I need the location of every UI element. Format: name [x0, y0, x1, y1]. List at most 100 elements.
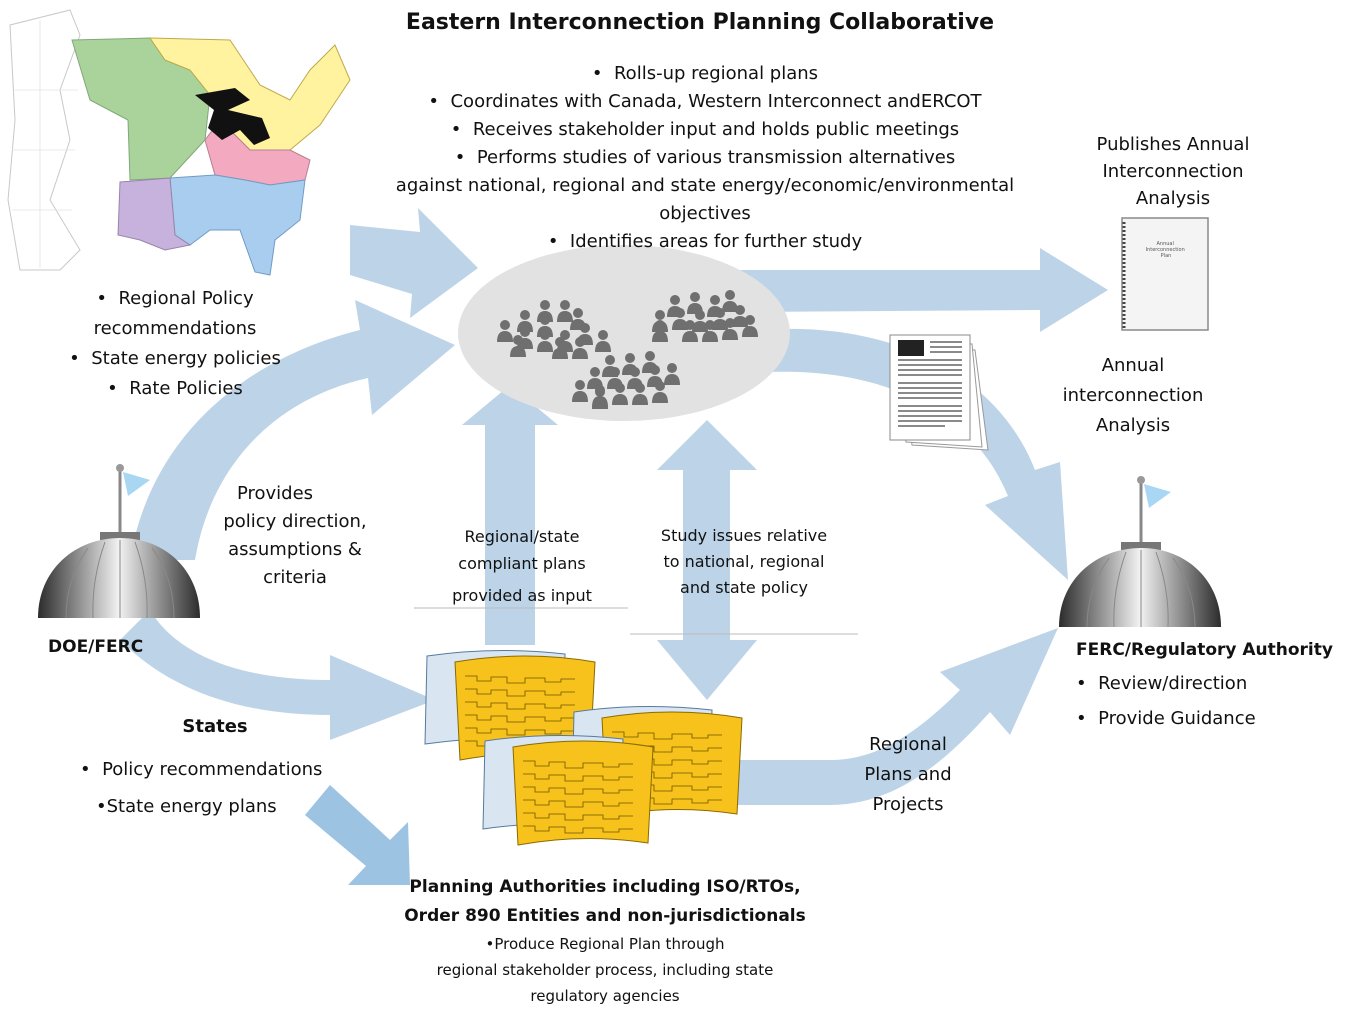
- publishes-line-1: Publishes Annual: [1096, 134, 1250, 155]
- input-regional-policy-cont: recommendations: [93, 318, 257, 339]
- states-bullet-energy-text: State energy plans: [106, 796, 277, 817]
- document-stack-icon: [889, 334, 989, 451]
- planning-line-1: •Produce Regional Plan through: [485, 935, 725, 953]
- publishes-line-3: Analysis: [1135, 188, 1211, 209]
- person-icon: [572, 380, 588, 402]
- person-icon: [652, 320, 668, 342]
- person-icon: [592, 387, 608, 409]
- person-icon: [537, 330, 553, 352]
- planning-title-line-2: Order 890 Entities and non-jurisdictiona…: [404, 906, 806, 926]
- flag-icon: [123, 472, 150, 496]
- states-bullet-policy: Policy recommendations: [80, 751, 322, 788]
- study-line-1: Study issues relative: [660, 526, 828, 545]
- person-icon: [682, 320, 698, 342]
- provides-line-1: Provides: [236, 483, 314, 504]
- person-icon: [742, 315, 758, 337]
- input-state-energy: State energy policies: [40, 344, 310, 374]
- states-bullets: Policy recommendations •State energy pla…: [80, 751, 322, 825]
- provides-line-4: criteria: [263, 567, 327, 588]
- regional-plans-label: Regional Plans and Projects: [848, 730, 968, 820]
- regional-inputs: Regional Policy recommendations State en…: [40, 284, 310, 404]
- capitol-dome-icon: [1059, 476, 1221, 628]
- person-icon: [497, 320, 513, 342]
- report-book-icon: [1121, 217, 1209, 331]
- compliant-line-2: compliant plans: [458, 554, 586, 573]
- book-cover-line-2: Interconnection: [1146, 247, 1185, 253]
- people-group-icon: [497, 290, 758, 409]
- capitol-dome-icon: [38, 464, 200, 619]
- states-title: States: [182, 716, 248, 737]
- us-map-region-purple: [117, 177, 192, 251]
- publishes-label: Publishes Annual Interconnection Analysi…: [1078, 131, 1268, 212]
- doe-ferc-label: DOE/FERC: [48, 637, 144, 657]
- planning-line-3: regulatory agencies: [530, 987, 680, 1005]
- person-icon: [692, 310, 708, 332]
- bullet-coordinates: Coordinates with Canada, Western Interco…: [340, 88, 1070, 116]
- ferc-bullet-review: Review/direction: [1076, 666, 1256, 701]
- bullet-performs-studies-cont1: against national, regional and state ene…: [395, 175, 1015, 196]
- ferc-bullet-guidance: Provide Guidance: [1076, 701, 1256, 736]
- regional-compliant-label: Regional/state compliant plans provided …: [418, 523, 626, 609]
- ferc-bullets: Review/direction Provide Guidance: [1076, 666, 1256, 736]
- plan-map: [424, 649, 596, 761]
- annual-line-3: Analysis: [1095, 415, 1171, 436]
- bullet-performs-studies-cont2: objectives: [659, 203, 751, 224]
- regional-plan-map-icon: [424, 649, 743, 846]
- input-rate-policies: Rate Policies: [40, 374, 310, 404]
- arrow-plans-up-left: [462, 385, 558, 645]
- bullet-identifies-areas: Identifies areas for further study: [340, 228, 1070, 256]
- person-icon: [612, 383, 628, 405]
- person-icon: [712, 308, 728, 330]
- bullet-stakeholder: Receives stakeholder input and holds pub…: [340, 116, 1070, 144]
- person-icon: [572, 337, 588, 359]
- ferc-regulatory-label: FERC/Regulatory Authority: [1076, 640, 1333, 660]
- input-regional-policy: Regional Policy: [40, 284, 310, 314]
- person-icon: [732, 305, 748, 327]
- person-icon: [652, 381, 668, 403]
- us-map-icon: [7, 9, 351, 276]
- planning-line-2: regional stakeholder process, including …: [436, 961, 774, 979]
- plan-map: [482, 734, 654, 846]
- person-icon: [595, 330, 611, 352]
- arrow-collaborative-to-publish: [735, 248, 1108, 332]
- flow-arrows: [120, 208, 1108, 805]
- bullet-performs-studies: Performs studies of various transmission…: [340, 144, 1070, 172]
- compliant-line-1: Regional/state: [464, 527, 580, 546]
- arrow-study-updown: [657, 420, 757, 700]
- bullet-rolls-up: Rolls-up regional plans: [340, 60, 1070, 88]
- states-bullet-energy: •State energy plans: [96, 796, 277, 817]
- provides-line-3: assumptions &: [228, 539, 362, 560]
- provides-line-2: policy direction,: [223, 511, 367, 532]
- person-icon: [664, 363, 680, 385]
- regional-plans-line-3: Projects: [872, 794, 944, 815]
- arrow-doe-to-collaborative: [130, 300, 455, 560]
- planning-title-line-1: Planning Authorities including ISO/RTOs,: [409, 877, 801, 897]
- collaborative-ellipse: [458, 245, 790, 421]
- annual-analysis-label: Annual interconnection Analysis: [1040, 351, 1226, 441]
- arrow-states-to-planning: [305, 785, 410, 885]
- planning-title: Planning Authorities including ISO/RTOs,…: [350, 873, 860, 931]
- person-icon: [722, 290, 738, 312]
- study-issues-label: Study issues relative to national, regio…: [632, 523, 856, 601]
- us-map-region-blue: [169, 174, 306, 276]
- person-icon: [552, 337, 568, 359]
- person-icon: [702, 320, 718, 342]
- book-cover-line-3: Plan: [1161, 253, 1172, 259]
- study-line-2: to national, regional: [663, 552, 825, 571]
- study-line-3: and state policy: [680, 578, 808, 597]
- planning-description: •Produce Regional Plan through regional …: [380, 931, 830, 1009]
- compliant-line-3: provided as input: [452, 586, 592, 605]
- book-cover-line-1: Annual: [1157, 241, 1174, 247]
- person-icon: [510, 335, 526, 357]
- arrow-planning-to-ferc: [700, 628, 1058, 805]
- person-icon: [722, 318, 738, 340]
- annual-line-2: interconnection: [1062, 385, 1204, 406]
- person-icon: [672, 308, 688, 330]
- us-map-great-lakes: [195, 88, 270, 145]
- arrow-doe-to-planning: [120, 610, 435, 740]
- us-map-region-yellow: [149, 37, 351, 151]
- publishes-line-2: Interconnection: [1102, 161, 1244, 182]
- provides-label: Provides policy direction, assumptions &…: [200, 480, 390, 592]
- annual-line-1: Annual: [1101, 355, 1165, 376]
